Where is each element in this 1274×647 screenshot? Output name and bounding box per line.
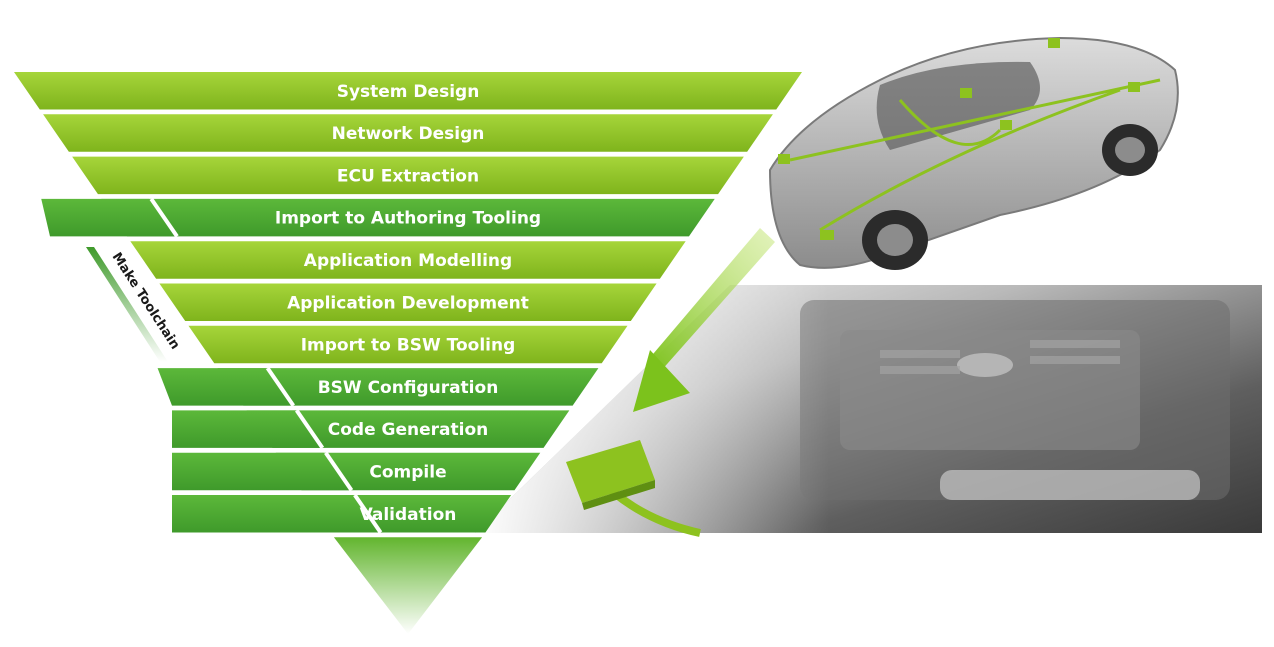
step-tab [157,368,292,406]
step-tab-gap [265,366,295,407]
step-tab [172,495,379,533]
triangle-tip [333,537,483,634]
step-label: BSW Configuration [318,378,499,398]
step-tab [172,410,321,448]
step-tab-gap [295,409,325,450]
step-tab-gap [353,493,383,534]
step-tab-gap [324,451,354,492]
step-label: Import to BSW Tooling [301,336,516,356]
sensor-illustration [566,440,701,537]
step-band [43,114,773,152]
step-band [101,198,715,237]
step-label: ECU Extraction [337,166,479,186]
step-label: Validation [360,505,457,525]
make-toolchain-divider [86,247,168,362]
step-label: System Design [337,82,480,102]
step-band [72,156,744,195]
step-label: Network Design [332,124,485,144]
step-label: Application Development [287,293,529,313]
step-label: Import to Authoring Tooling [275,209,541,229]
step-label: Compile [369,462,446,482]
arrow-down-left-icon [633,228,775,412]
step-label: Code Generation [328,420,488,440]
step-label: Application Modelling [304,251,512,271]
step-band [246,410,570,448]
step-tab [41,198,176,237]
step-tab [172,452,350,491]
step-band [130,241,686,279]
step-band [159,283,657,321]
step-band [217,368,599,406]
step-tab-gap [149,197,179,238]
car-illustration [768,36,1179,270]
step-band [14,72,802,110]
step-band [188,325,628,364]
